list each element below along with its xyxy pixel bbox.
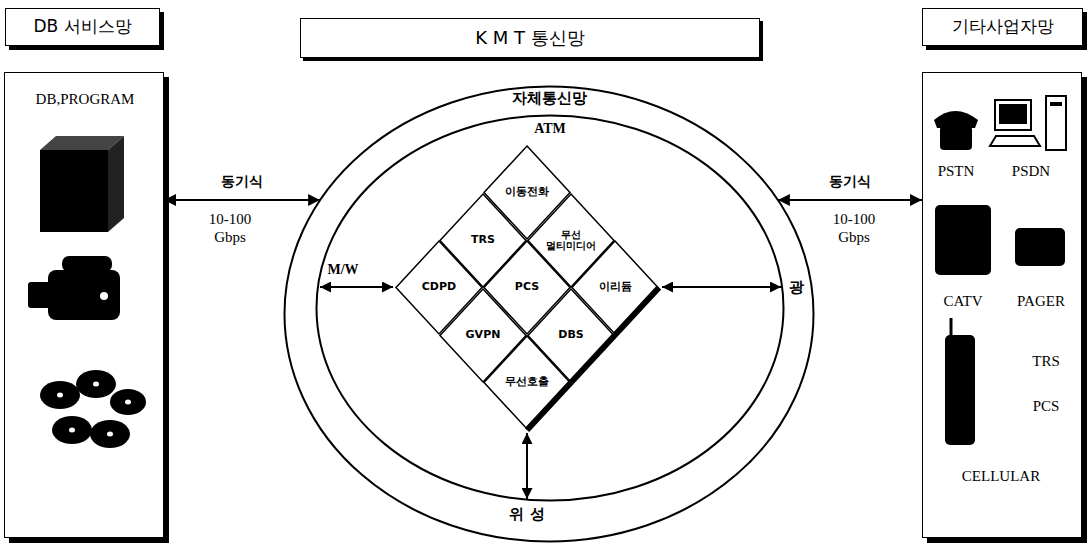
service-cell: GVPN bbox=[439, 288, 527, 383]
telephone-icon bbox=[934, 111, 978, 150]
tv-icon bbox=[935, 205, 991, 275]
ellipse-outline bbox=[283, 85, 815, 543]
service-cell: 무선 멀티미디어 bbox=[527, 193, 615, 288]
network-ellipse: 자체통신망 ATM 이동전화 TRS 무선 멀티미디어 CDPD PCS 이리듐 GVPN DBS… bbox=[283, 85, 815, 543]
service-cell: 무선호출 bbox=[483, 335, 571, 430]
cell-label: 무선호출 bbox=[505, 376, 549, 389]
atm-ellipse: ATM 이동전화 TRS 무선 멀티미디어 CDPD PCS 이리듐 GVPN DBS 무선호출 bbox=[315, 114, 785, 502]
item-label: CATV bbox=[943, 293, 982, 310]
cell-label: CDPD bbox=[422, 281, 456, 294]
network-header: K M T 통신망 bbox=[300, 18, 760, 58]
carrier-panel: PSTN PSDN CATV PAGER TRS PCS CELLULAR bbox=[922, 72, 1082, 538]
cell-label: 무선 멀티미디어 bbox=[541, 229, 601, 252]
cellphone-icon bbox=[945, 318, 975, 445]
link-label: 광 bbox=[787, 278, 806, 296]
link-label: 위 성 bbox=[507, 505, 546, 523]
pager-icon bbox=[1015, 228, 1065, 266]
network-label: DB 서비스망 bbox=[33, 17, 131, 37]
item-label: TRS bbox=[1032, 353, 1060, 370]
edge-label: 동기식 bbox=[219, 173, 265, 191]
edge-label: 동기식 bbox=[827, 173, 873, 191]
item-label: PCS bbox=[1033, 398, 1060, 415]
service-cell: TRS bbox=[439, 193, 527, 288]
item-label: PSDN bbox=[1012, 163, 1050, 180]
server-icon bbox=[40, 136, 124, 232]
item-label: PAGER bbox=[1017, 293, 1065, 310]
speed-label: 10-100 Gbps bbox=[195, 210, 265, 246]
network-header: 기타사업자망 bbox=[922, 8, 1083, 46]
item-label: DB,PROGRAM bbox=[36, 91, 135, 108]
optical-arrow bbox=[662, 286, 781, 288]
item-label: PSTN bbox=[938, 163, 975, 180]
item-label: CELLULAR bbox=[962, 468, 1040, 485]
service-cell: CDPD bbox=[395, 240, 483, 335]
cell-label: DBS bbox=[558, 329, 583, 342]
cell-label: 이동전화 bbox=[505, 186, 549, 199]
cell-label: 이리듐 bbox=[599, 281, 632, 294]
cell-label: TRS bbox=[471, 234, 495, 247]
service-cell: 이리듐 bbox=[571, 240, 659, 335]
speed-label: 10-100 Gbps bbox=[819, 210, 889, 246]
cell-label: PCS bbox=[515, 281, 539, 294]
satellite-arrow bbox=[526, 433, 528, 499]
link-arrow bbox=[164, 199, 320, 201]
service-cell: 이동전화 bbox=[483, 145, 571, 240]
cell-label: GVPN bbox=[466, 329, 501, 342]
disc-icons bbox=[40, 370, 146, 448]
link-arrow bbox=[778, 199, 922, 201]
computer-icon bbox=[990, 96, 1066, 150]
service-cell: PCS bbox=[483, 240, 571, 335]
network-label: 기타사업자망 bbox=[952, 17, 1054, 37]
camera-icon bbox=[28, 256, 120, 320]
ellipse-outline bbox=[315, 114, 785, 502]
network-label: K M T 통신망 bbox=[475, 28, 585, 49]
network-header: DB 서비스망 bbox=[5, 8, 160, 46]
db-panel: DB,PROGRAM bbox=[4, 72, 164, 538]
network-label: ATM bbox=[315, 121, 785, 137]
network-label: 자체통신망 bbox=[283, 90, 815, 107]
service-cell: DBS bbox=[527, 288, 615, 383]
mw-arrow bbox=[320, 286, 393, 288]
link-label: M/W bbox=[325, 262, 360, 279]
